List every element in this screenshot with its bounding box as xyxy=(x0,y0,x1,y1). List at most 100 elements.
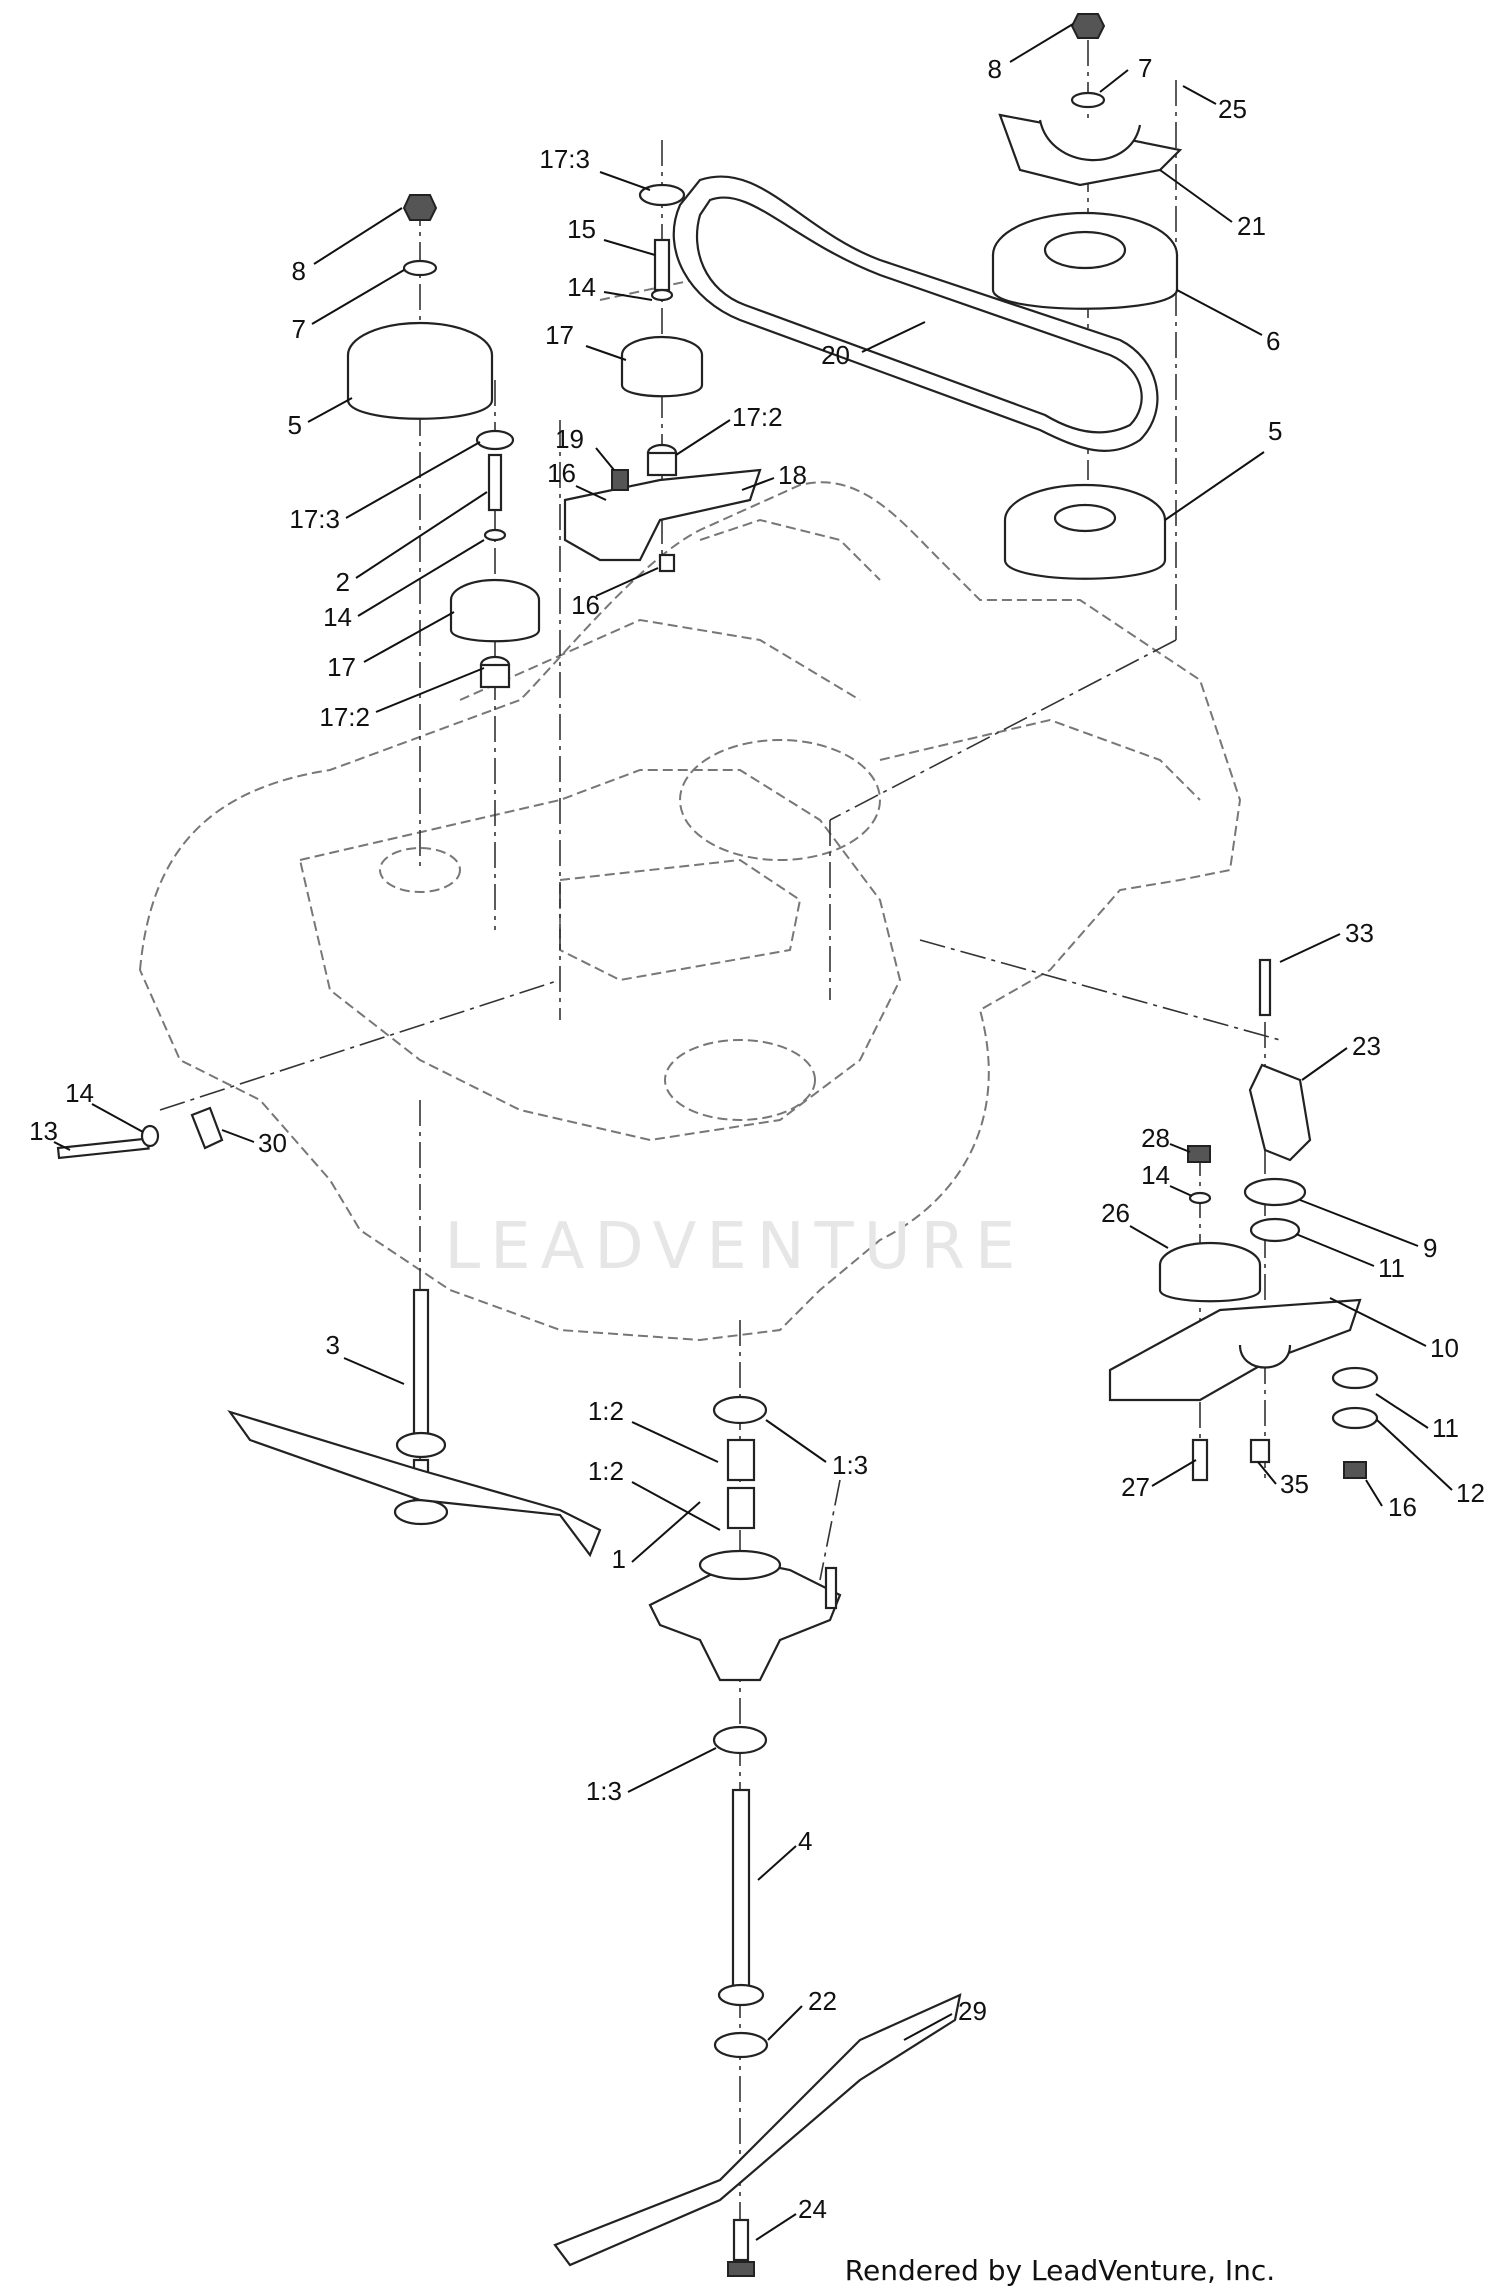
callout-leader xyxy=(767,2005,803,2041)
callout-leader xyxy=(357,539,485,617)
left-bolt-assembly xyxy=(56,1106,224,1160)
callout-label: 16 xyxy=(1388,1492,1417,1522)
rendered-by-credit: Rendered by LeadVenture, Inc. xyxy=(845,2254,1275,2287)
callout-leader xyxy=(1164,451,1265,521)
callout-leader xyxy=(1299,1199,1419,1247)
callout-label: 26 xyxy=(1101,1198,1130,1228)
callout-label: 15 xyxy=(567,214,596,244)
callout-leader xyxy=(1169,1143,1191,1153)
callout-label: 7 xyxy=(292,314,306,344)
callout-leader xyxy=(1301,1047,1348,1081)
callout-label: 1 xyxy=(612,1544,626,1574)
callout-leader xyxy=(1176,289,1263,336)
callout-label: 13 xyxy=(29,1116,58,1146)
callout-label: 29 xyxy=(958,1996,987,2026)
callout-leader xyxy=(1329,1297,1427,1347)
callout-leader xyxy=(1169,1185,1193,1197)
callout-leader xyxy=(765,1419,827,1463)
callout-leader xyxy=(575,485,607,501)
callout-label: 8 xyxy=(988,54,1002,84)
callout-leader xyxy=(1099,69,1129,93)
callout-label: 30 xyxy=(258,1128,287,1158)
callout-label: 16 xyxy=(571,590,600,620)
callout-leader xyxy=(595,447,615,471)
callout-label: 35 xyxy=(1280,1469,1309,1499)
callout-leader xyxy=(603,291,653,301)
callout-leader xyxy=(1376,1419,1453,1491)
callout-leader xyxy=(1159,169,1233,223)
callout-leader xyxy=(1009,23,1074,63)
callout-leader xyxy=(631,1481,721,1531)
callout-label: 16 xyxy=(547,458,576,488)
callout-label: 17:2 xyxy=(732,402,783,432)
callout-leader xyxy=(311,269,405,325)
callout-leader xyxy=(755,2213,797,2241)
callout-label: 1:2 xyxy=(588,1456,624,1486)
callout-leader xyxy=(313,207,403,265)
callout-label: 14 xyxy=(567,272,596,302)
callout-label: 3 xyxy=(326,1330,340,1360)
callout-label: 24 xyxy=(798,2194,827,2224)
callout-label: 6 xyxy=(1266,326,1280,356)
callout-label: 14 xyxy=(1141,1160,1170,1190)
callout-label: 9 xyxy=(1423,1233,1437,1263)
callout-label: 4 xyxy=(798,1826,812,1856)
callout-leader xyxy=(631,1421,719,1463)
callout-label: 17:3 xyxy=(289,504,340,534)
callout-leader xyxy=(375,667,485,713)
callout-label: 11 xyxy=(1432,1413,1459,1443)
callout-leader xyxy=(631,1501,701,1563)
center-spindle-and-blade xyxy=(553,1395,962,2277)
callout-leader xyxy=(91,1103,144,1133)
left-pulley-stack xyxy=(346,194,541,689)
idler-arm-assembly xyxy=(1108,958,1379,1482)
callout-label: 28 xyxy=(1141,1123,1170,1153)
callout-leader xyxy=(363,611,455,663)
callout-leader xyxy=(627,1747,717,1793)
callout-leader xyxy=(861,321,926,353)
callout-leader xyxy=(595,567,659,597)
callout-label: 2 xyxy=(336,567,350,597)
callout-leader xyxy=(603,239,656,256)
callout-leader xyxy=(1295,1233,1375,1267)
callout-leader xyxy=(1129,1225,1169,1249)
callout-leader xyxy=(1375,1393,1429,1429)
callout-leader xyxy=(307,397,353,423)
callout-label: 1:2 xyxy=(588,1396,624,1426)
callout-leader xyxy=(343,1357,405,1385)
callout-leader xyxy=(1365,1479,1383,1507)
callout-label: 1:3 xyxy=(832,1450,868,1480)
center-idler-stack xyxy=(563,183,762,573)
callout-label: 17:3 xyxy=(539,144,590,174)
callout-label: 11 xyxy=(1378,1253,1405,1283)
callout-leader xyxy=(599,171,651,191)
callout-label: 20 xyxy=(821,340,850,370)
callout-leader xyxy=(221,1129,255,1143)
callout-leader xyxy=(903,2013,953,2041)
callout-label: 5 xyxy=(1268,416,1282,446)
callout-label: 1:3 xyxy=(586,1776,622,1806)
callout-leader xyxy=(1182,85,1217,105)
callout-label: 33 xyxy=(1345,918,1374,948)
callout-label: 17 xyxy=(327,652,356,682)
callout-label: 21 xyxy=(1237,211,1266,241)
callout-label: 7 xyxy=(1138,53,1152,83)
callout-label: 25 xyxy=(1218,94,1247,124)
callout-leader xyxy=(675,419,731,456)
callout-label: 5 xyxy=(288,410,302,440)
callout-label: 12 xyxy=(1456,1478,1485,1508)
callout-label: 19 xyxy=(555,424,584,454)
callout-leader xyxy=(1257,1461,1277,1485)
drive-belt xyxy=(672,175,1159,452)
callout-leader xyxy=(1279,933,1341,963)
callout-label: 22 xyxy=(808,1986,837,2016)
callout-label: 18 xyxy=(778,460,807,490)
callout-label: 10 xyxy=(1430,1333,1459,1363)
callout-leader xyxy=(1151,1459,1197,1487)
callout-label: 17 xyxy=(545,320,574,350)
callout-leader xyxy=(53,1141,71,1151)
right-pulley-stack xyxy=(991,13,1183,580)
callout-leader xyxy=(345,441,481,519)
